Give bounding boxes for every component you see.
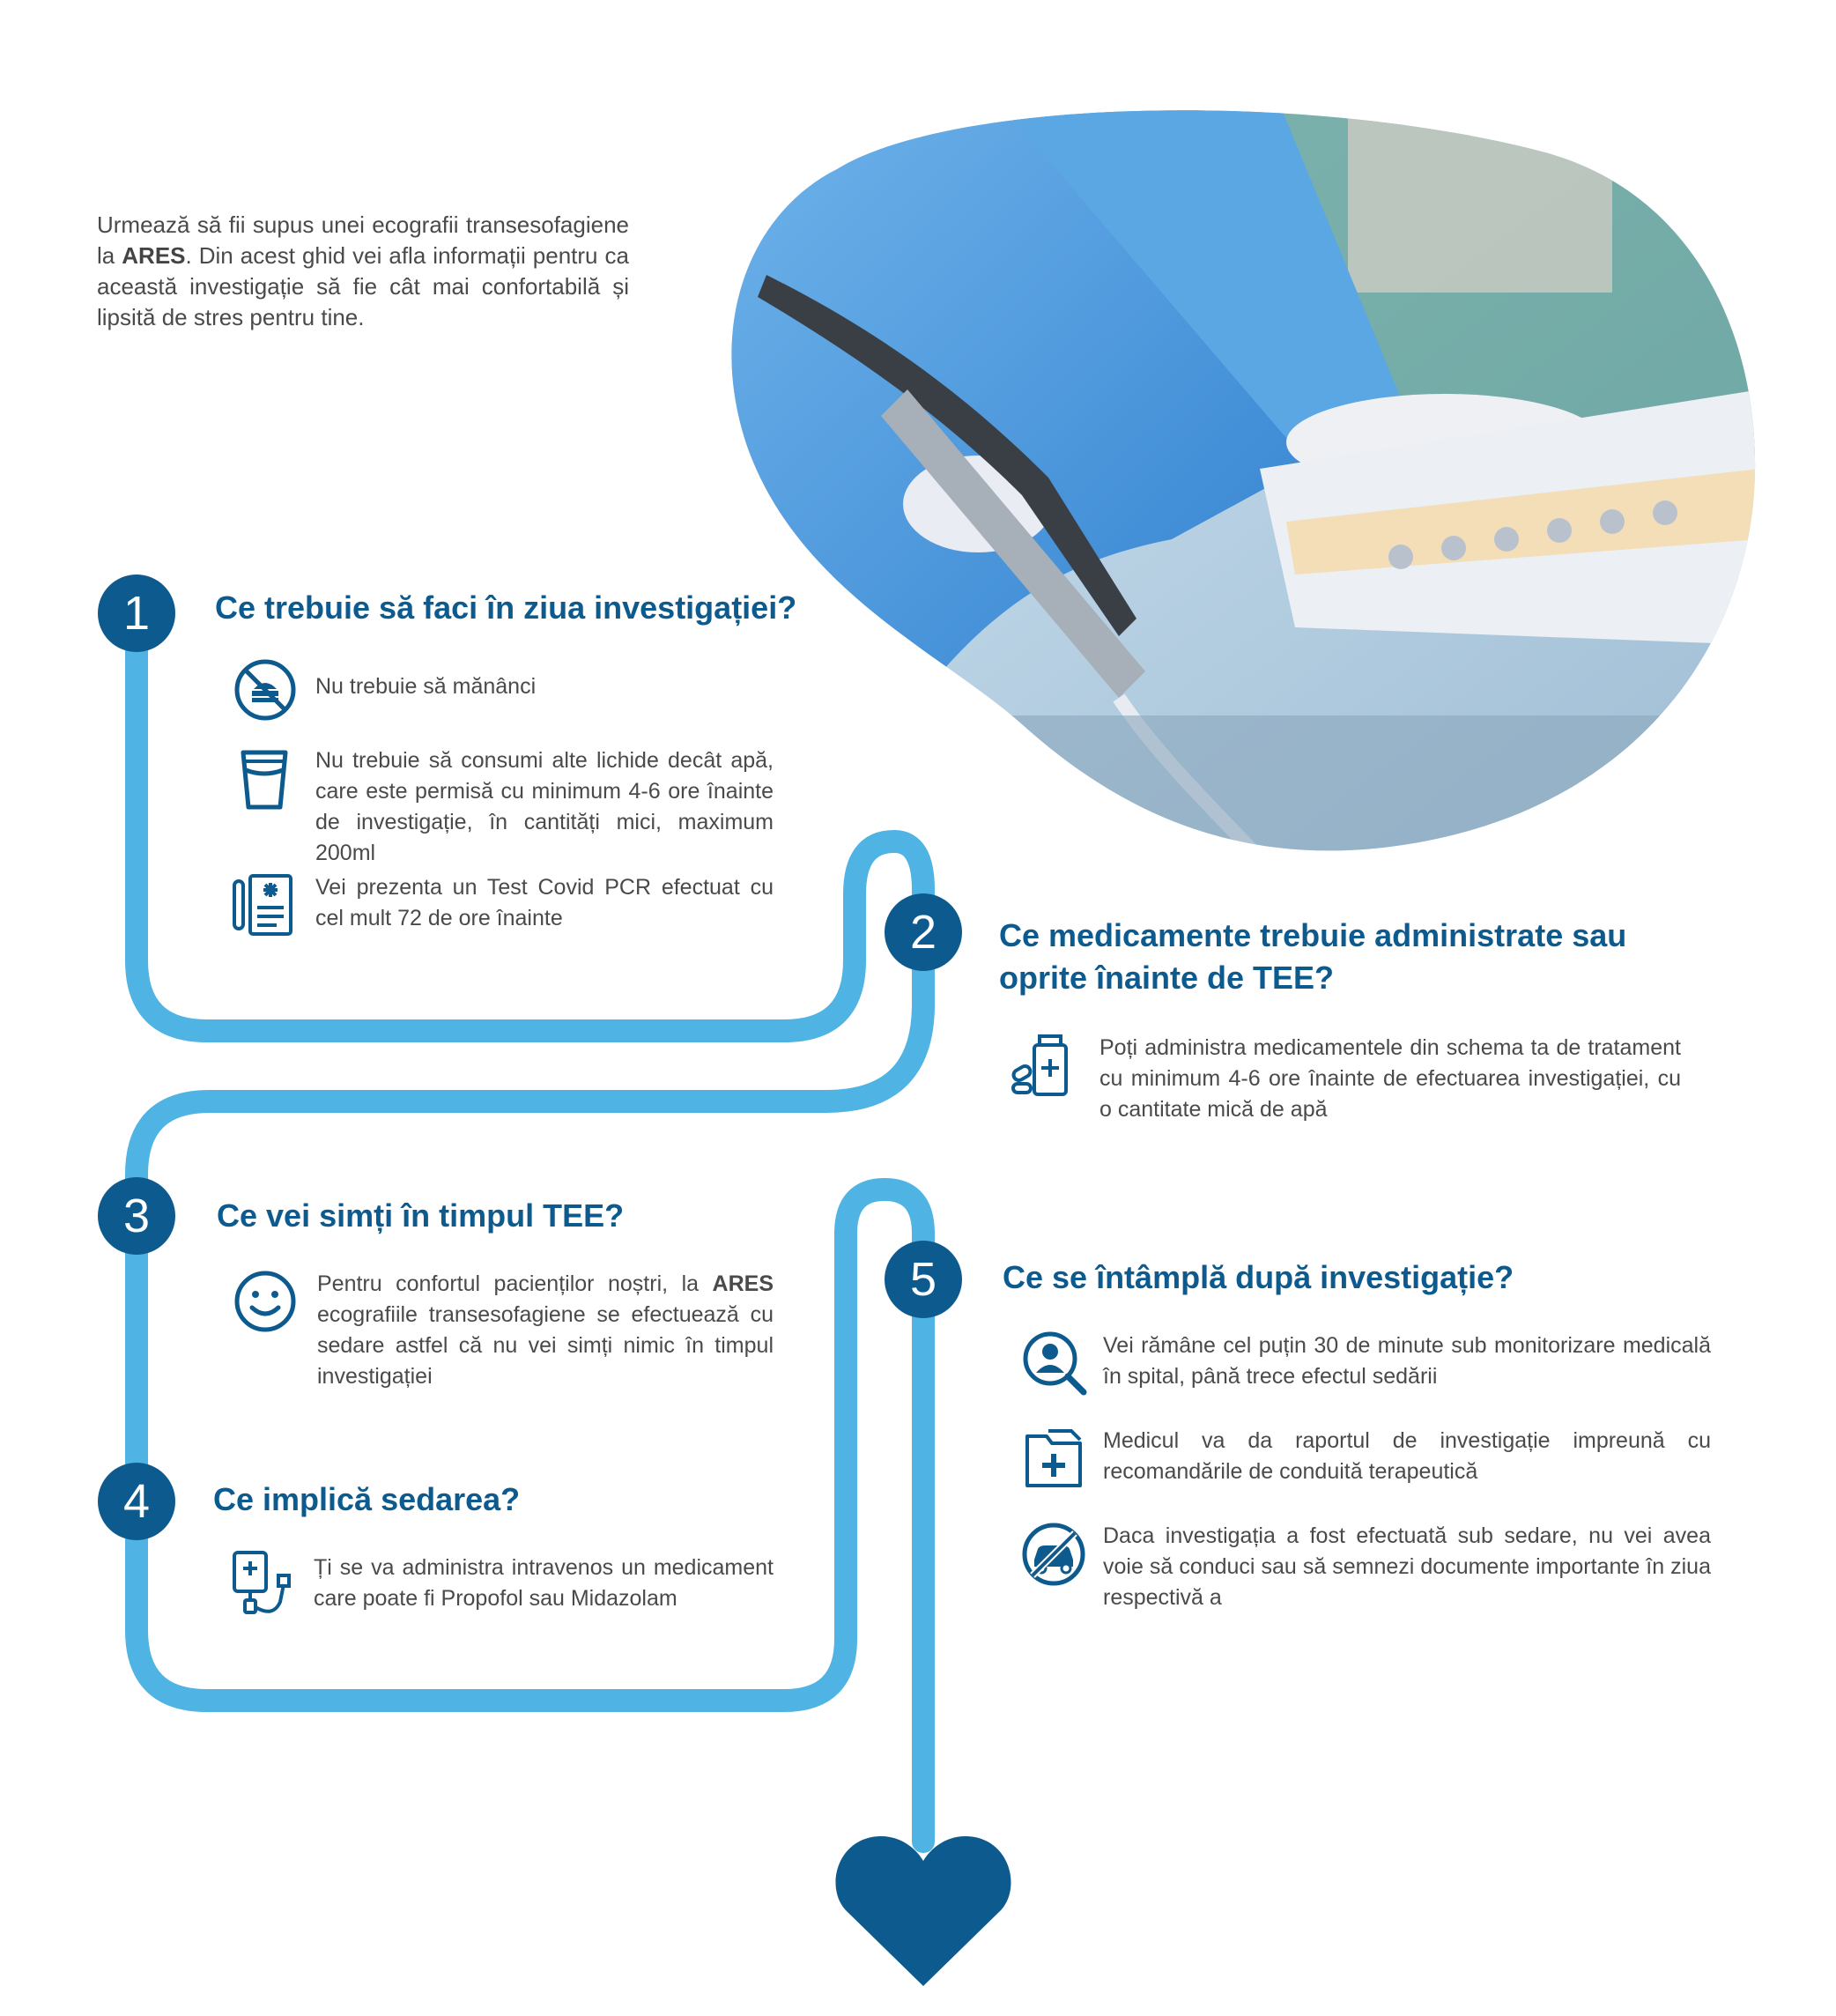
iv-drip-icon — [233, 1551, 291, 1614]
medical-report-icon — [1025, 1429, 1082, 1487]
intro-text-part1: Urmează să fii supus unei ecografii tran… — [97, 211, 629, 269]
step-4-item-1-text: Ți se va administra intravenos un medica… — [314, 1555, 774, 1611]
step-5-item-3-text: Daca investigația a fost efectuată sub s… — [1103, 1523, 1711, 1610]
step-5-item-2-text: Medicul va da raportul de investigație i… — [1103, 1428, 1711, 1484]
medication-icon — [1011, 1034, 1068, 1096]
step-3-item-1-text: Pentru confortul pacienților noștri, la … — [317, 1269, 774, 1392]
step-4-number: 4 — [98, 1463, 175, 1540]
intro-text-part2: . Din acest ghid vei afla informații pen… — [97, 242, 629, 330]
step-2-number: 2 — [885, 893, 962, 971]
step-3-text-part1: Pentru confortul pacienților noștri, la — [317, 1271, 713, 1296]
step-1-item-1-text: Nu trebuie să mănânci — [315, 674, 537, 699]
step-4-title: Ce implică sedarea? — [213, 1481, 521, 1517]
no-food-icon — [234, 659, 296, 721]
no-driving-icon — [1022, 1523, 1085, 1586]
smiley-icon — [234, 1271, 296, 1332]
step-3-number: 3 — [98, 1177, 175, 1255]
intro-paragraph: Urmează să fii supus unei ecografii tran… — [97, 210, 629, 333]
step-5-item-1-text: Vei rămâne cel puțin 30 de minute sub mo… — [1103, 1333, 1711, 1389]
patient-monitoring-icon — [1023, 1331, 1087, 1396]
step-3-text-part2: ecografiile transesofagiene se efectueaz… — [317, 1302, 774, 1389]
covid-test-icon — [233, 874, 292, 936]
step-2-item-1-text: Poți administra medicamentele din schema… — [1099, 1035, 1681, 1122]
heart-icon — [835, 1835, 1011, 1986]
water-glass-icon — [241, 750, 288, 810]
step-3-brand: ARES — [712, 1271, 774, 1296]
step-1-number: 1 — [98, 574, 175, 652]
step-1-title: Ce trebuie să faci în ziua investigației… — [215, 589, 797, 626]
step-3-title: Ce vei simți în timpul TEE? — [217, 1197, 625, 1234]
intro-brand: ARES — [122, 242, 186, 269]
step-2-title: Ce medicamente trebuie administrate sau … — [999, 917, 1627, 996]
step-5-number: 5 — [885, 1241, 962, 1318]
step-5-title: Ce se întâmplă după investigație? — [1003, 1259, 1514, 1295]
step-1-item-3-text: Vei prezenta un Test Covid PCR efectuat … — [315, 875, 774, 930]
step-1-item-2-text: Nu trebuie să consumi alte lichide decât… — [315, 748, 774, 865]
surgeon-photo — [731, 110, 1756, 851]
